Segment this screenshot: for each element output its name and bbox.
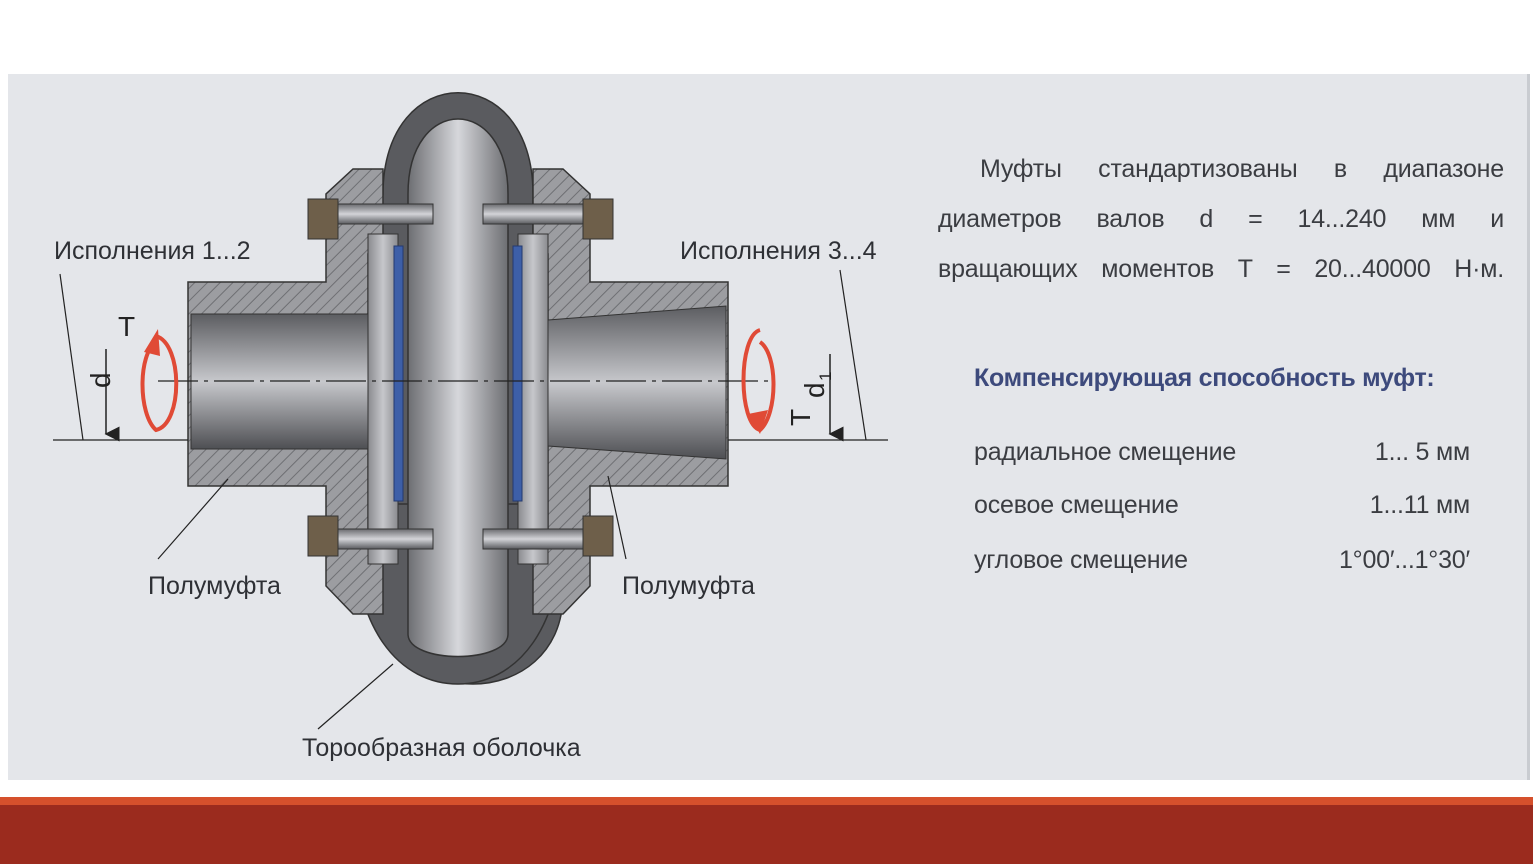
label-half-right: Полумуфта bbox=[622, 572, 755, 600]
label-torque-left: T bbox=[118, 311, 135, 342]
compensation-name: угловое смещение bbox=[974, 546, 1188, 574]
compensation-row-axial: осевое смещение 1...11 мм bbox=[974, 491, 1470, 527]
right-bore bbox=[547, 305, 727, 460]
label-d: d bbox=[85, 372, 116, 388]
compensation-value: 1... 5 мм bbox=[1374, 438, 1470, 466]
description-line-2: диаметров валов d = 14...240 мм и bbox=[938, 205, 1504, 233]
content-panel: Исполнения 1...2 Исполнения 3...4 Полуму… bbox=[8, 74, 1530, 780]
torus-inner bbox=[407, 118, 509, 658]
compensation-row-radial: радиальное смещение 1... 5 мм bbox=[974, 438, 1470, 474]
compensation-value: 1°00′...1°30′ bbox=[1338, 546, 1470, 574]
label-d1: d bbox=[799, 382, 830, 398]
label-torque-right: T bbox=[785, 409, 816, 426]
bolts bbox=[307, 198, 614, 557]
label-half-left: Полумуфта bbox=[148, 572, 281, 600]
compensation-name: радиальное смещение bbox=[974, 438, 1237, 466]
description-line-3: вращающих моментов T = 20...40000 Н·м. bbox=[938, 255, 1504, 283]
left-ring bbox=[393, 245, 404, 502]
compensation-title: Компенсирующая способность муфт: bbox=[974, 364, 1435, 392]
footer-accent-line bbox=[0, 797, 1533, 805]
label-shell: Торообразная оболочка bbox=[302, 734, 581, 762]
label-variant-right: Исполнения 3...4 bbox=[680, 237, 877, 265]
compensation-name: осевое смещение bbox=[974, 491, 1179, 519]
coupling-drawing: Исполнения 1...2 Исполнения 3...4 Полуму… bbox=[53, 92, 888, 762]
label-variant-left: Исполнения 1...2 bbox=[54, 237, 251, 265]
label-d1-sub: 1 bbox=[816, 372, 835, 381]
torque-arrow-left bbox=[140, 334, 179, 433]
right-disc bbox=[517, 233, 549, 565]
right-ring bbox=[512, 245, 523, 502]
footer-bar bbox=[0, 805, 1533, 864]
standard-description: Муфты стандартизованы в диапазоне диамет… bbox=[938, 144, 1504, 294]
left-disc bbox=[367, 233, 399, 565]
compensation-row-angular: угловое смещение 1°00′...1°30′ bbox=[974, 546, 1470, 582]
compensation-value: 1...11 мм bbox=[1369, 491, 1470, 519]
description-line-1: Муфты стандартизованы в диапазоне bbox=[980, 155, 1504, 183]
